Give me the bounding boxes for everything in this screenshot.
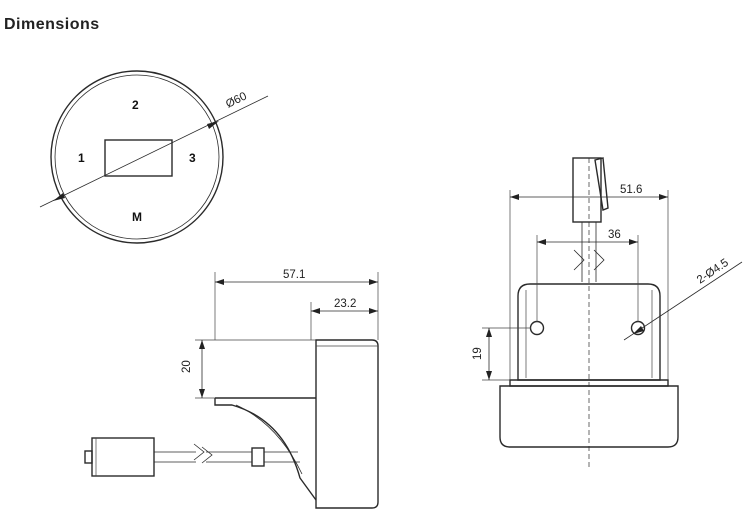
front-view: Ø60 2 1 3 M [39,70,269,244]
rear-view: 51.6 36 2-Ø4.5 19 [472,157,743,470]
outer-ring [50,70,224,244]
page-title: Dimensions [4,16,100,33]
position-label-m: M [132,210,142,224]
rear-overall-width-label: 51.6 [620,184,642,196]
diameter-label: Ø60 [224,90,249,110]
hole-height-arrow-bottom [486,371,492,380]
body-width-arrow-right [369,308,378,314]
rear-width-arrow-left [510,194,519,200]
rear-cable-gland [572,157,602,223]
diameter-arrow-right [207,121,219,129]
bracket-height-arrow-top [199,340,205,349]
rear-cable-latch [594,157,609,211]
connector-tip [84,450,93,464]
rear-upper-body [517,283,661,381]
window-rect [104,139,173,177]
hole-size-label: 2-Ø4.5 [695,257,731,287]
side-view: 20 57.1 23.2 [84,269,379,509]
hole-height-arrow-top [486,328,492,337]
hole-spacing-arrow-right [629,239,638,245]
position-label-2: 2 [132,98,139,112]
bracket-height-arrow-bottom [199,389,205,398]
diameter-arrow-left [53,193,65,201]
bracket-height-label: 20 [181,360,193,373]
bracket-inner-curve [235,404,303,475]
overall-width-label: 57.1 [283,269,305,281]
mounting-hole-left [529,320,545,336]
diameter-line [39,95,269,208]
hole-spacing-arrow-left [537,239,546,245]
body-width-arrow-left [311,308,320,314]
side-body [315,339,379,509]
hole-leader-arrow [633,326,644,334]
hole-leader-line [623,261,743,341]
connector-body [91,437,155,477]
position-label-3: 3 [189,151,196,165]
cable-break-mark [193,443,213,464]
inner-ring [54,74,220,240]
rear-lower-body [499,385,679,448]
overall-width-arrow-right [369,279,378,285]
hole-height-label: 19 [472,347,484,360]
rear-cable-break-mark [573,249,605,271]
hole-spacing-label: 36 [608,229,621,241]
body-width-label: 23.2 [334,298,356,310]
cable-strain-relief [251,447,265,467]
bracket-curve [214,398,317,501]
position-label-1: 1 [78,151,85,165]
rear-width-arrow-right [659,194,668,200]
overall-width-arrow-left [215,279,224,285]
